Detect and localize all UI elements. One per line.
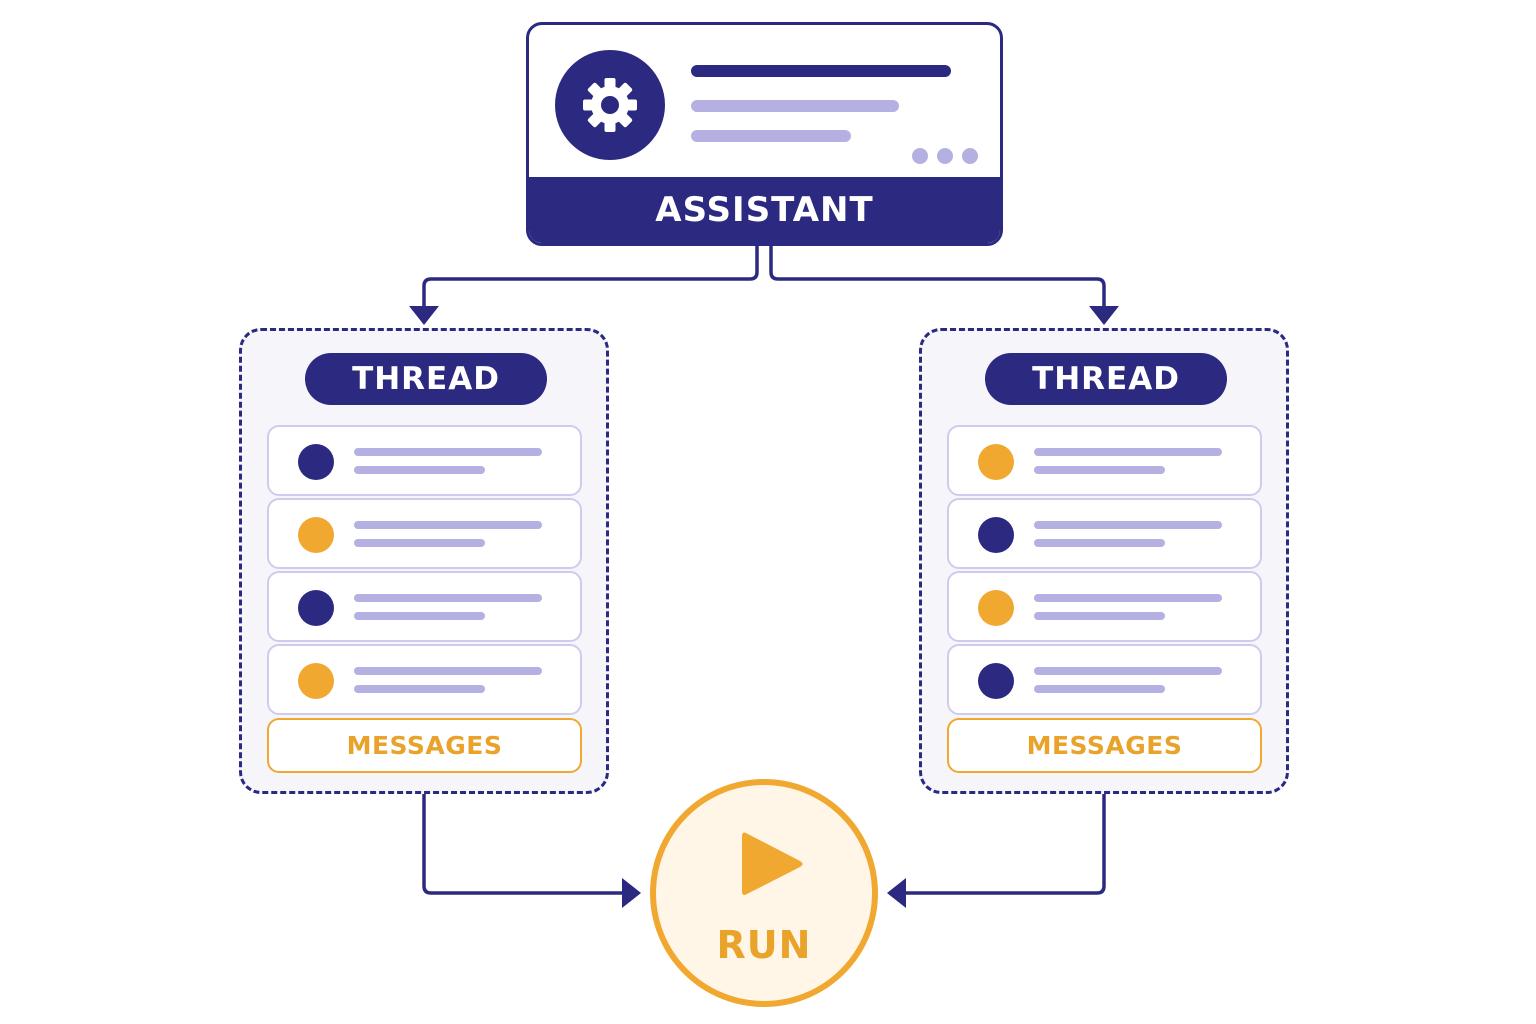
thread-panel-left: THREAD MESSAGES <box>239 328 609 794</box>
message-dot <box>298 517 334 553</box>
message-line <box>1034 685 1165 693</box>
message-line <box>1034 594 1222 602</box>
assistant-card: ASSISTANT <box>526 22 1003 246</box>
message-row <box>267 425 582 496</box>
messages-label: MESSAGES <box>947 718 1262 773</box>
message-line <box>1034 466 1165 474</box>
message-line <box>354 612 485 620</box>
gear-icon <box>583 78 637 132</box>
assistant-text-line <box>691 100 899 112</box>
arrow-assistant-to-thread-right <box>769 246 1106 312</box>
run-label: RUN <box>716 923 812 967</box>
message-line <box>354 448 542 456</box>
messages-label: MESSAGES <box>267 718 582 773</box>
message-line <box>1034 667 1222 675</box>
message-line <box>1034 448 1222 456</box>
assistant-text-line <box>691 130 851 142</box>
thread-label: THREAD <box>305 353 547 405</box>
message-row <box>947 425 1262 496</box>
message-row <box>947 498 1262 569</box>
message-line <box>1034 521 1222 529</box>
run-node: RUN <box>650 779 878 1007</box>
message-line <box>1034 612 1165 620</box>
message-line <box>354 685 485 693</box>
message-row <box>267 644 582 715</box>
thread-panel-right: THREAD MESSAGES <box>919 328 1289 794</box>
play-icon <box>742 832 803 895</box>
message-line <box>354 521 542 529</box>
arrow-assistant-to-thread-left <box>422 246 759 312</box>
message-dot <box>978 663 1014 699</box>
message-dot <box>298 590 334 626</box>
message-line <box>354 594 542 602</box>
message-dot <box>978 517 1014 553</box>
message-dot <box>298 663 334 699</box>
more-dot <box>912 148 928 164</box>
message-dot <box>298 444 334 480</box>
arrow-thread-right-to-run <box>900 794 1106 895</box>
message-row <box>947 571 1262 642</box>
message-line <box>354 466 485 474</box>
message-line <box>354 667 542 675</box>
assistant-avatar <box>555 50 665 160</box>
message-dot <box>978 590 1014 626</box>
assistant-title-line <box>691 65 951 77</box>
message-dot <box>978 444 1014 480</box>
message-row <box>267 498 582 569</box>
more-dot <box>937 148 953 164</box>
arrow-thread-left-to-run <box>422 794 628 895</box>
message-line <box>354 539 485 547</box>
message-row <box>947 644 1262 715</box>
more-dot <box>962 148 978 164</box>
assistant-label: ASSISTANT <box>529 177 1000 243</box>
thread-label: THREAD <box>985 353 1227 405</box>
message-line <box>1034 539 1165 547</box>
message-row <box>267 571 582 642</box>
